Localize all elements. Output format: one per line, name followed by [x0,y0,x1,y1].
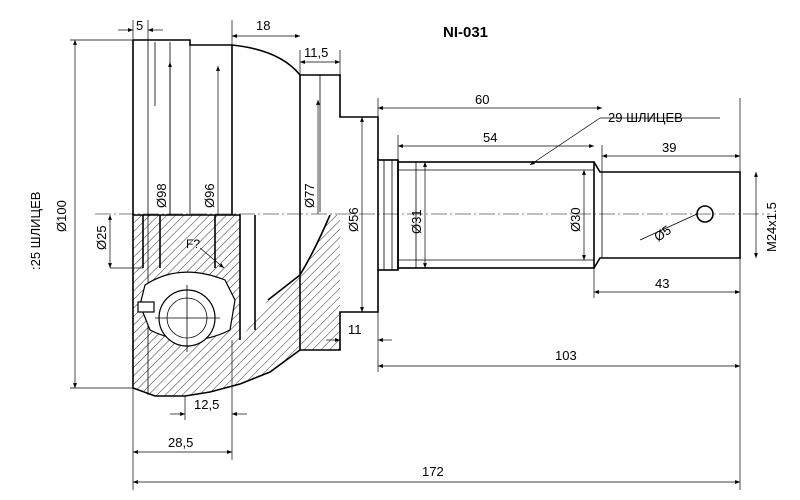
dim-172: 172 [422,464,444,479]
diameter-5: Ø5 [651,222,674,244]
stub-shaft [377,159,741,271]
dim-12-5: 12,5 [194,397,219,412]
dim-11: 11 [348,322,362,337]
dim-11-5: 11,5 [304,45,328,60]
diameter-77: Ø77 [302,183,317,208]
dim-60: 60 [475,92,489,107]
inner-splines-label: :25 ШЛИЦЕВ [28,192,43,270]
dim-5: 5 [136,18,143,33]
ball-cage [137,271,236,352]
part-number: NI-031 [443,24,488,41]
dim-54: 54 [483,130,497,145]
dim-43: 43 [655,276,669,291]
diameter-25: Ø25 [94,225,109,250]
dimension-lines [70,20,758,490]
dim-18: 18 [256,18,270,33]
diameter-96: Ø96 [202,183,217,208]
diameter-56: Ø56 [346,207,361,232]
diameter-100: Ø100 [54,200,69,232]
f-mark-label: F? [186,237,200,251]
thread-label: M24x1.5 [764,202,779,252]
section-hatching [133,215,340,396]
dim-28-5: 28,5 [168,435,193,450]
outer-splines-label: 29 ШЛИЦЕВ [608,110,683,125]
diameter-30: Ø30 [568,207,583,232]
dim-39: 39 [662,140,676,155]
diameter-31: Ø31 [409,209,424,234]
dim-103: 103 [555,348,577,363]
diameter-98: Ø98 [154,183,169,208]
